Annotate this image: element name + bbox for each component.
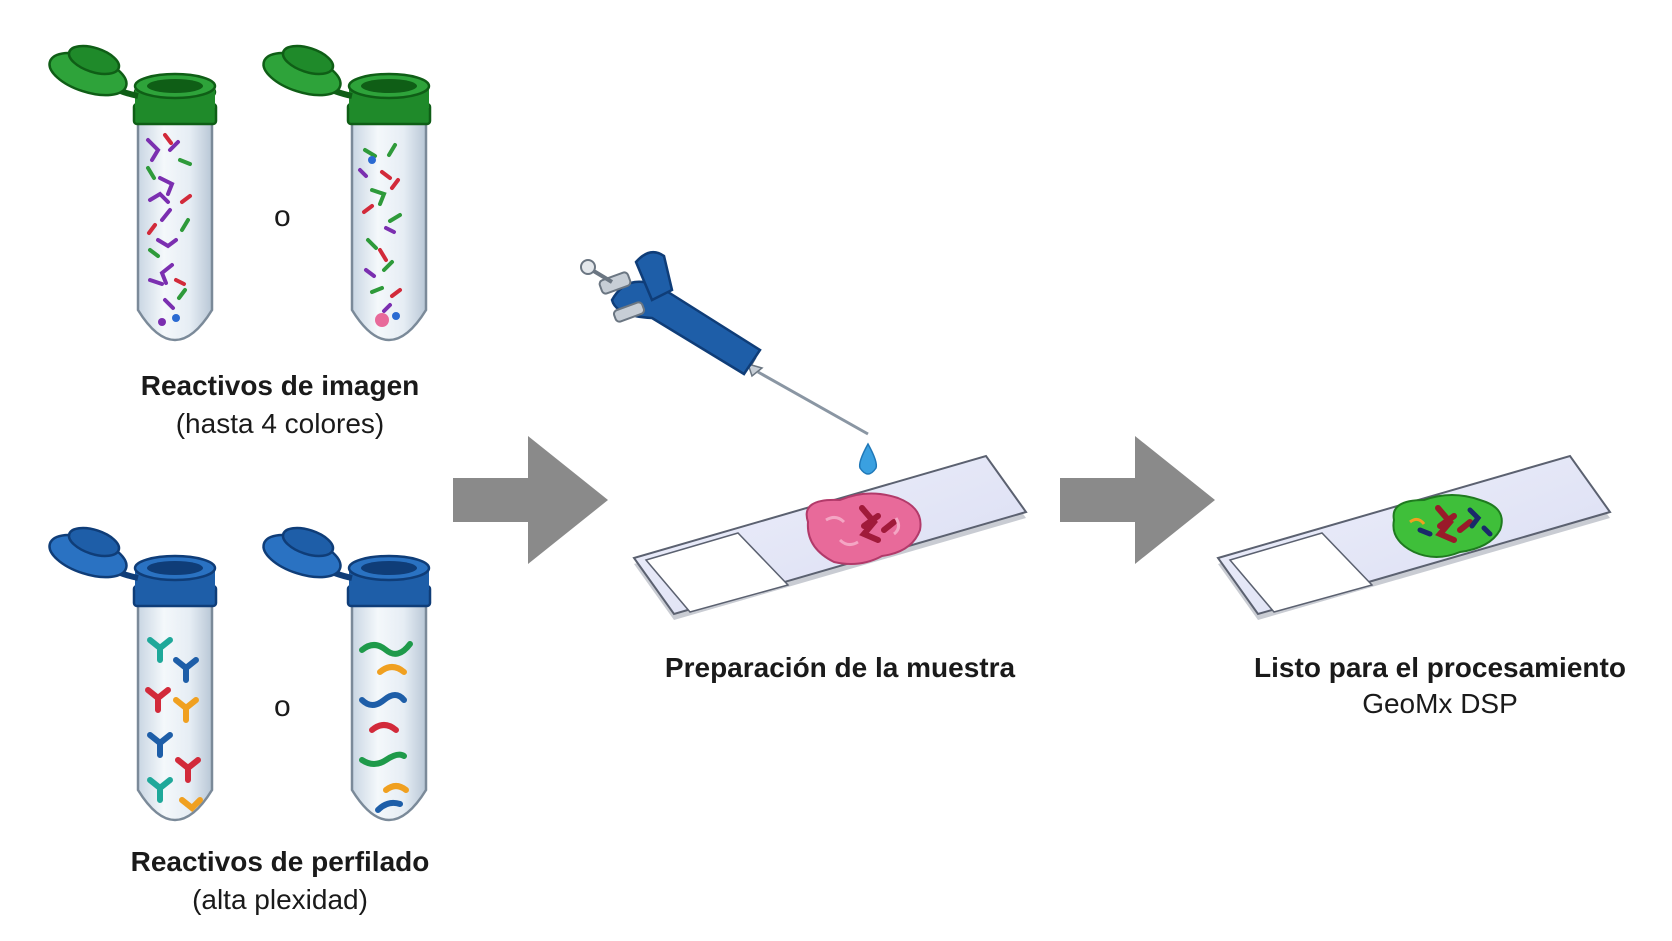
profiling-tube-1 bbox=[48, 526, 218, 822]
or-label-imaging: o bbox=[274, 200, 291, 233]
droplet-icon bbox=[858, 442, 878, 475]
or-label-profiling: o bbox=[274, 690, 291, 723]
profiling-reagents-subtitle: (alta plexidad) bbox=[192, 884, 368, 915]
imaging-reagents-title: Reactivos de imagen bbox=[140, 370, 420, 401]
imaging-reagents-subtitle: (hasta 4 colores) bbox=[175, 408, 385, 439]
sample-prep-title: Preparación de la muestra bbox=[664, 652, 1016, 683]
profiling-reagents-title: Reactivos de perfilado bbox=[130, 846, 430, 877]
ready-subtitle: GeoMx DSP bbox=[1362, 688, 1518, 719]
profiling-tube-2 bbox=[262, 526, 432, 822]
slide-ready bbox=[1216, 454, 1612, 620]
imaging-tube-1 bbox=[48, 44, 218, 342]
arrow-right-1 bbox=[453, 436, 608, 564]
imaging-tube-2 bbox=[262, 44, 432, 342]
slide-prep bbox=[632, 454, 1028, 620]
ready-title: Listo para el procesamiento bbox=[1254, 652, 1626, 683]
arrow-right-2 bbox=[1060, 436, 1215, 564]
pipette-icon bbox=[580, 250, 869, 436]
